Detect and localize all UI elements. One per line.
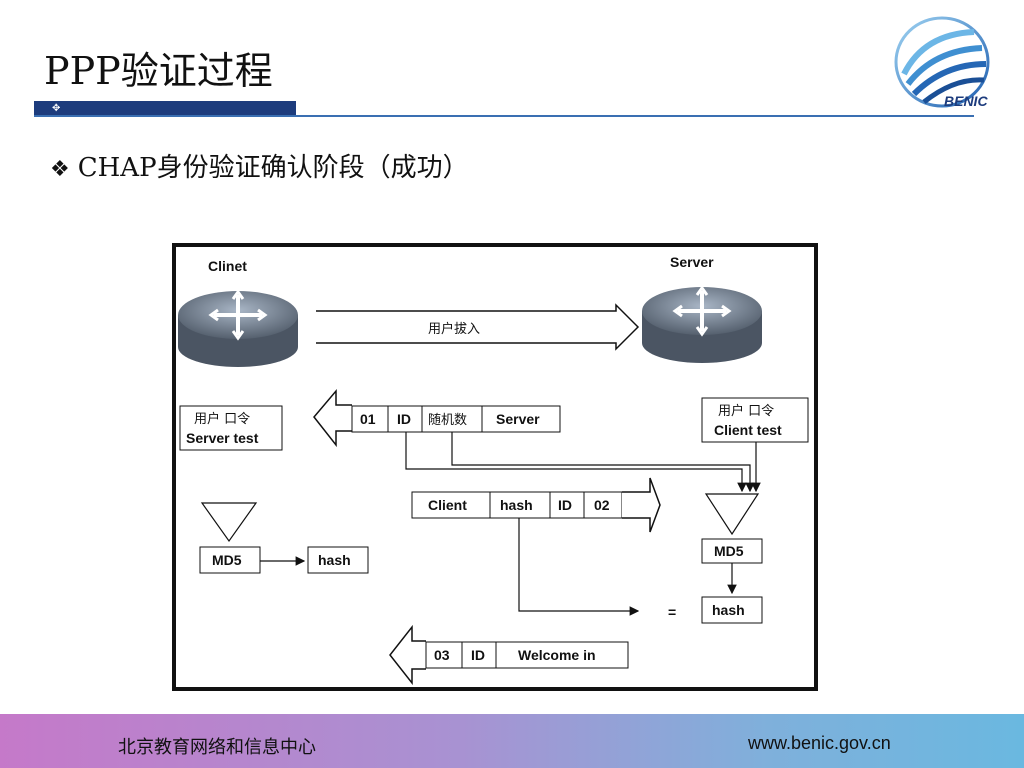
client-credential-header: 用户 口令 — [718, 403, 774, 419]
packet-field — [461, 641, 497, 669]
random-to-md5-line — [451, 432, 755, 493]
bullet-text: CHAP身份验证确认阶段（成功） — [77, 153, 469, 183]
server-md5-label: MD5 — [212, 552, 242, 568]
client-md5-box — [701, 538, 763, 564]
chap-diagram: Clinet Server 用户拔入 01 ID 随机数 Server 用户 口… — [172, 243, 818, 691]
footer-url[interactable]: www.benic.gov.cn — [748, 733, 891, 753]
slide-title: PPP验证过程 — [44, 49, 273, 93]
packet-field — [351, 405, 389, 433]
footer-band — [0, 714, 1024, 768]
response-hash: hash — [500, 497, 533, 513]
client-label: Clinet — [208, 258, 247, 274]
client-hash-funnel-icon — [704, 493, 760, 536]
server-credential-header: 用户 口令 — [194, 411, 250, 427]
server-credential-box — [179, 405, 283, 451]
server-router-icon — [642, 285, 762, 363]
server-hash-label: hash — [318, 552, 351, 568]
client-router-icon — [178, 289, 298, 367]
packet-field — [425, 641, 463, 669]
client-credential-box — [701, 397, 809, 443]
challenge-packet: 01 ID 随机数 Server — [351, 405, 561, 433]
response-id: ID — [558, 497, 572, 513]
client-md5-label: MD5 — [714, 543, 744, 559]
packet-field — [583, 491, 623, 519]
bullet-line: ❖ CHAP身份验证确认阶段（成功） — [50, 147, 469, 184]
challenge-id: ID — [397, 411, 411, 427]
packet-field — [549, 491, 585, 519]
packet-field — [387, 405, 423, 433]
client-hash-box — [701, 596, 763, 624]
client-credential-value: Client test — [714, 422, 782, 438]
hash-to-compare-line — [518, 518, 640, 616]
server-hash-funnel-icon — [200, 502, 258, 543]
success-code: 03 — [434, 647, 450, 663]
success-id: ID — [471, 647, 485, 663]
packet-field — [495, 641, 629, 669]
chap-diagram-canvas: Clinet Server 用户拔入 01 ID 随机数 Server 用户 口… — [178, 254, 809, 686]
dial-in-label: 用户拔入 — [428, 321, 480, 337]
response-packet: Client hash ID 02 — [411, 491, 623, 519]
challenge-code: 01 — [360, 411, 376, 427]
challenge-arrow-head — [313, 388, 352, 448]
server-credential-value: Server test — [186, 430, 259, 446]
success-arrow-head — [389, 624, 426, 686]
packet-field — [481, 405, 561, 433]
challenge-server-name: Server — [496, 411, 540, 427]
success-message: Welcome in — [518, 647, 596, 663]
title-accent-bar — [34, 101, 296, 116]
four-diamond-bullet-icon: ❖ — [50, 157, 70, 182]
footer-org: 北京教育网络和信息中心 — [118, 737, 316, 758]
server-hash-box — [307, 546, 369, 574]
logo-text: BENIC — [944, 93, 988, 109]
server-md5-box — [199, 546, 261, 574]
response-client-name: Client — [428, 497, 467, 513]
response-code: 02 — [594, 497, 610, 513]
server-label: Server — [670, 254, 714, 270]
success-packet: 03 ID Welcome in — [425, 641, 629, 669]
compare-equals: = — [668, 604, 676, 620]
benic-logo: BENIC — [894, 16, 990, 109]
title-bar-mark-icon: ✥ — [52, 103, 61, 114]
challenge-random: 随机数 — [428, 413, 467, 428]
packet-field — [411, 491, 491, 519]
packet-field — [489, 491, 551, 519]
response-arrow-head — [622, 477, 661, 533]
client-hash-label: hash — [712, 602, 745, 618]
dial-in-arrow — [316, 303, 640, 351]
title-underline — [34, 115, 974, 117]
id-to-md5-line — [405, 432, 747, 493]
